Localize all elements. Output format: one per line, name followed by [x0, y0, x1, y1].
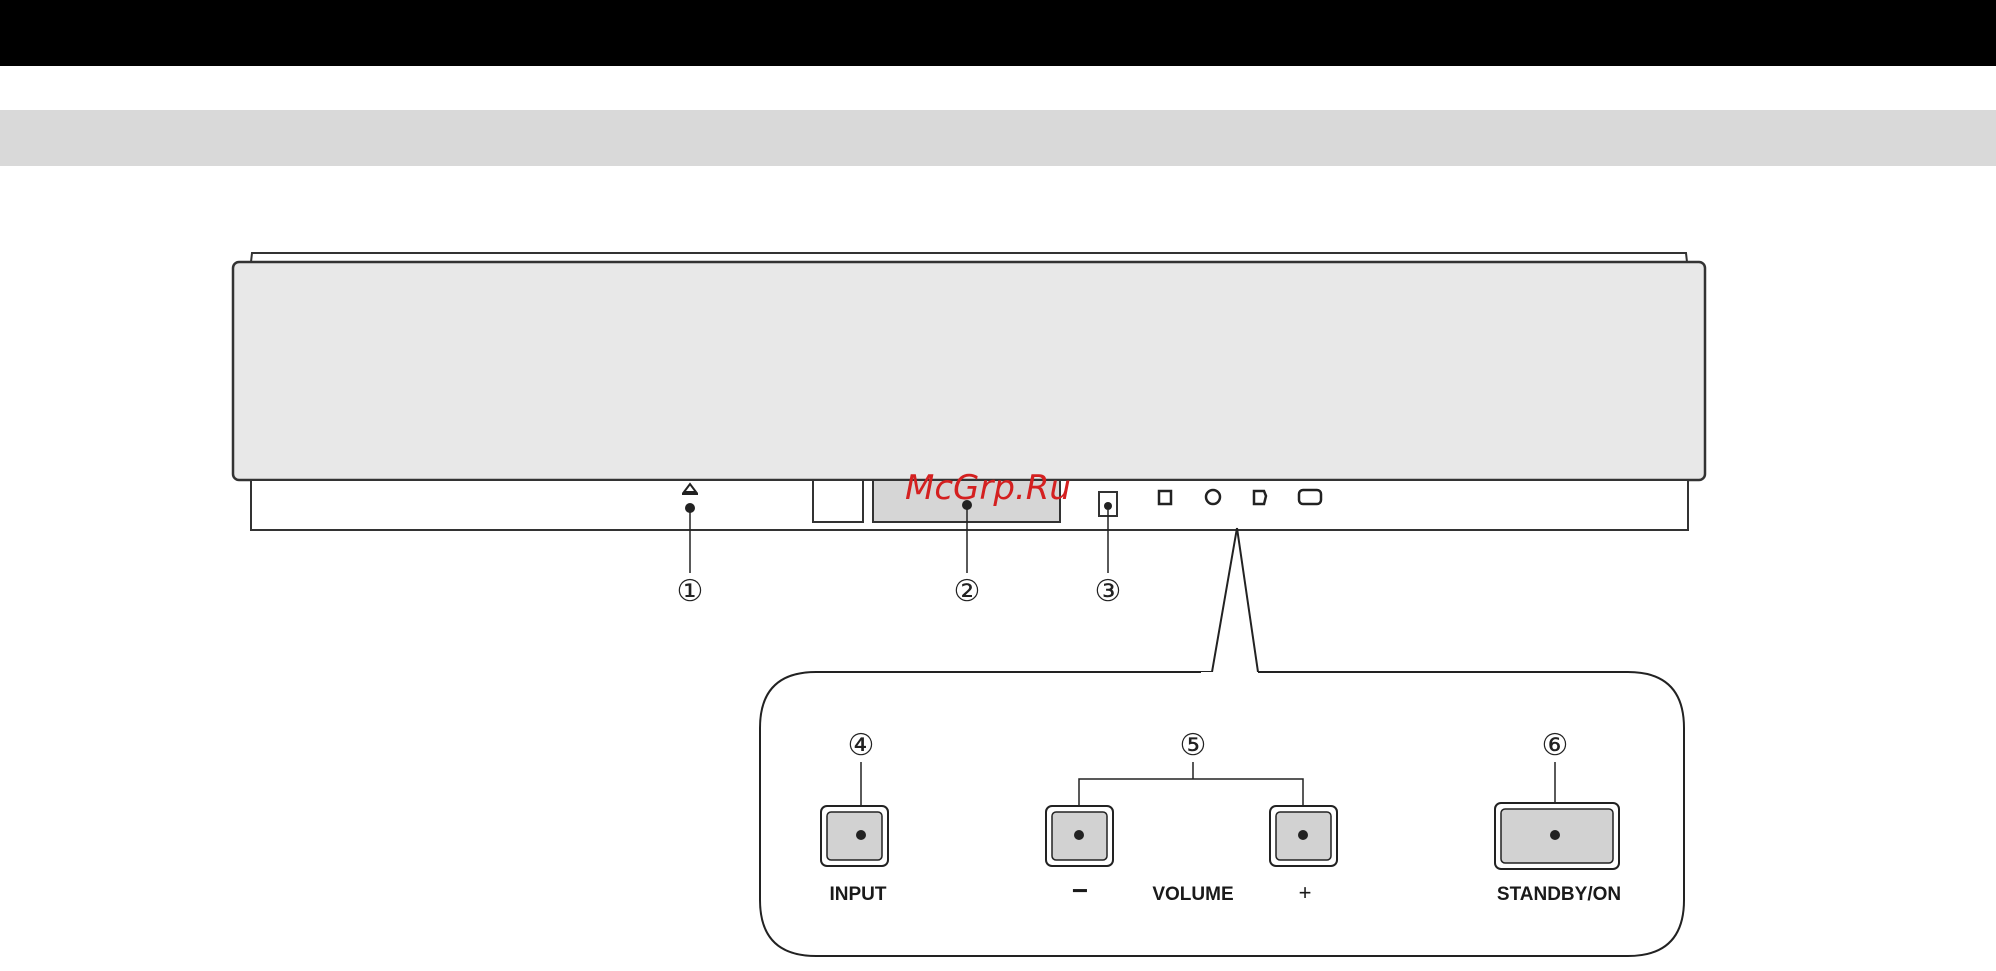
input-label: INPUT — [830, 884, 887, 905]
watermark: McGrp.Ru — [905, 468, 1071, 508]
callout-5: ⑤ — [1180, 729, 1207, 762]
input-button[interactable] — [821, 806, 888, 866]
volume-label: VOLUME — [1152, 884, 1233, 905]
volume-minus-button[interactable] — [1046, 806, 1113, 866]
volume-minus-label: − — [1072, 875, 1088, 906]
callout-6: ⑥ — [1542, 729, 1569, 762]
volume-plus-button[interactable] — [1270, 806, 1337, 866]
device-front-grille — [233, 262, 1705, 480]
callout-2: ② — [954, 575, 981, 608]
standby-on-label: STANDBY/ON — [1497, 884, 1621, 905]
zoom-connector — [1201, 528, 1258, 672]
standby-on-button[interactable] — [1495, 803, 1619, 869]
callout-3: ③ — [1095, 575, 1122, 608]
volume-plus-label: + — [1299, 880, 1312, 905]
callout-4: ④ — [848, 729, 875, 762]
callout-1: ① — [677, 575, 704, 608]
